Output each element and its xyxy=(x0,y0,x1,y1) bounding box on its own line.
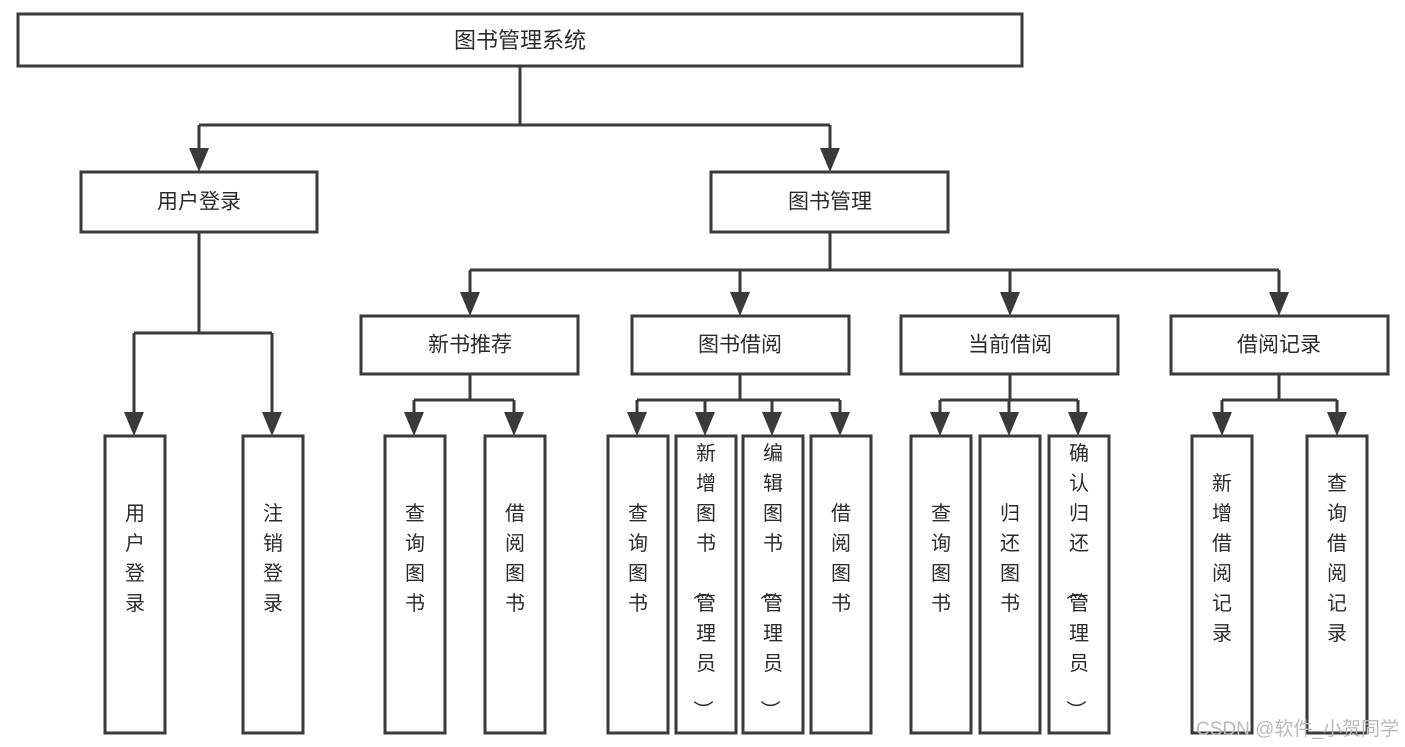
node-leaf-return-book-label: 归还图书 xyxy=(1000,502,1020,615)
node-new-book-rec-box[interactable] xyxy=(359,314,580,376)
node-leaf-confirm-return-label: 确认归还（管理员） xyxy=(1064,442,1089,720)
node-leaf-query-record[interactable]: 查询借阅记录 xyxy=(1305,434,1369,735)
node-borrow-record-label: 借阅记录 xyxy=(1237,334,1321,357)
node-current-borrow[interactable]: 当前借阅 xyxy=(899,314,1120,376)
node-new-book-rec-label: 新书推荐 xyxy=(428,334,512,357)
node-leaf-borrow-book-2[interactable]: 借阅图书 xyxy=(809,434,873,735)
node-leaf-add-record-label: 新增借阅记录 xyxy=(1212,472,1232,645)
node-leaf-confirm-return[interactable]: 确认归还（管理员） xyxy=(1047,434,1111,735)
node-leaf-user-login-box[interactable] xyxy=(103,434,167,735)
node-leaf-return-book-box[interactable] xyxy=(978,434,1042,735)
node-leaf-user-logout[interactable]: 注销登录 xyxy=(241,434,305,735)
node-leaf-edit-book-label: 编辑图书（管理员） xyxy=(758,442,783,720)
node-book-manage[interactable]: 图书管理 xyxy=(709,170,950,234)
node-user-login-label: 用户登录 xyxy=(157,191,241,214)
node-leaf-query-book-1[interactable]: 查询图书 xyxy=(383,434,447,735)
node-leaf-query-book-3[interactable]: 查询图书 xyxy=(909,434,973,735)
node-leaf-borrow-book-1[interactable]: 借阅图书 xyxy=(483,434,547,735)
arrow-head-icon xyxy=(695,412,715,436)
node-current-borrow-label: 当前借阅 xyxy=(968,334,1052,357)
node-new-book-rec[interactable]: 新书推荐 xyxy=(359,314,580,376)
arrow-head-icon xyxy=(930,412,950,436)
arrow-head-icon xyxy=(830,412,850,436)
arrow-head-icon xyxy=(504,412,524,436)
node-borrow-record-box[interactable] xyxy=(1169,314,1390,376)
node-leaf-add-book[interactable]: 新增图书（管理员） xyxy=(674,434,738,735)
leaf-nodes: 用户登录 注销登录 查询图书 借阅图书 查询图书 新增图书（管理员） xyxy=(103,434,1369,735)
node-leaf-query-book-2[interactable]: 查询图书 xyxy=(606,434,670,735)
node-root-label: 图书管理系统 xyxy=(454,28,586,53)
arrow-head-icon xyxy=(1269,292,1289,316)
node-borrow-record[interactable]: 借阅记录 xyxy=(1169,314,1390,376)
node-leaf-user-login[interactable]: 用户登录 xyxy=(103,434,167,735)
node-leaf-add-record-box[interactable] xyxy=(1190,434,1254,735)
arrow-head-icon xyxy=(262,412,282,436)
node-book-borrow-box[interactable] xyxy=(630,314,851,376)
node-leaf-return-book[interactable]: 归还图书 xyxy=(978,434,1042,735)
watermark-text: CSDN @软件_小贺同学 xyxy=(1196,718,1399,740)
arrow-head-icon xyxy=(762,412,782,436)
node-book-borrow-label: 图书借阅 xyxy=(698,334,782,357)
node-book-borrow[interactable]: 图书借阅 xyxy=(630,314,851,376)
node-leaf-user-logout-box[interactable] xyxy=(241,434,305,735)
node-leaf-add-book-box[interactable] xyxy=(674,434,738,735)
node-root-box[interactable] xyxy=(16,12,1024,68)
node-leaf-edit-book-box[interactable] xyxy=(741,434,805,735)
node-user-login-box[interactable] xyxy=(79,170,319,234)
node-leaf-edit-book[interactable]: 编辑图书（管理员） xyxy=(741,434,805,735)
node-leaf-query-book-3-label: 查询图书 xyxy=(931,502,951,615)
arrow-head-icon xyxy=(124,412,144,436)
arrow-head-icon xyxy=(820,148,840,172)
node-book-manage-label: 图书管理 xyxy=(788,191,872,214)
node-leaf-query-record-box[interactable] xyxy=(1305,434,1369,735)
node-leaf-add-record[interactable]: 新增借阅记录 xyxy=(1190,434,1254,735)
node-leaf-borrow-book-1-label: 借阅图书 xyxy=(505,502,525,615)
arrow-head-icon xyxy=(189,148,209,172)
node-leaf-query-book-3-box[interactable] xyxy=(909,434,973,735)
node-current-borrow-box[interactable] xyxy=(899,314,1120,376)
node-root[interactable]: 图书管理系统 xyxy=(16,12,1024,68)
arrow-head-icon xyxy=(1000,292,1020,316)
arrow-head-icon xyxy=(627,412,647,436)
node-leaf-user-login-label: 用户登录 xyxy=(125,503,145,615)
node-book-manage-box[interactable] xyxy=(709,170,950,234)
node-leaf-add-book-label: 新增图书（管理员） xyxy=(691,442,716,720)
node-leaf-borrow-book-2-label: 借阅图书 xyxy=(831,502,851,615)
node-leaf-borrow-book-1-box[interactable] xyxy=(483,434,547,735)
node-leaf-confirm-return-box[interactable] xyxy=(1047,434,1111,735)
node-user-login[interactable]: 用户登录 xyxy=(79,170,319,234)
node-leaf-borrow-book-2-box[interactable] xyxy=(809,434,873,735)
arrow-head-icon xyxy=(460,292,480,316)
arrow-head-icon xyxy=(999,412,1019,436)
node-leaf-user-logout-label: 注销登录 xyxy=(263,502,283,615)
arrow-head-icon xyxy=(1212,412,1232,436)
arrow-head-icon xyxy=(1327,412,1347,436)
arrow-head-icon xyxy=(404,412,424,436)
node-leaf-query-book-1-box[interactable] xyxy=(383,434,447,735)
node-leaf-query-book-2-label: 查询图书 xyxy=(628,502,648,615)
node-leaf-query-record-label: 查询借阅记录 xyxy=(1327,472,1347,645)
node-leaf-query-book-1-label: 查询图书 xyxy=(405,502,425,615)
arrow-head-icon xyxy=(730,292,750,316)
node-leaf-query-book-2-box[interactable] xyxy=(606,434,670,735)
arrow-heads xyxy=(124,148,1347,436)
arrow-head-icon xyxy=(1068,412,1088,436)
